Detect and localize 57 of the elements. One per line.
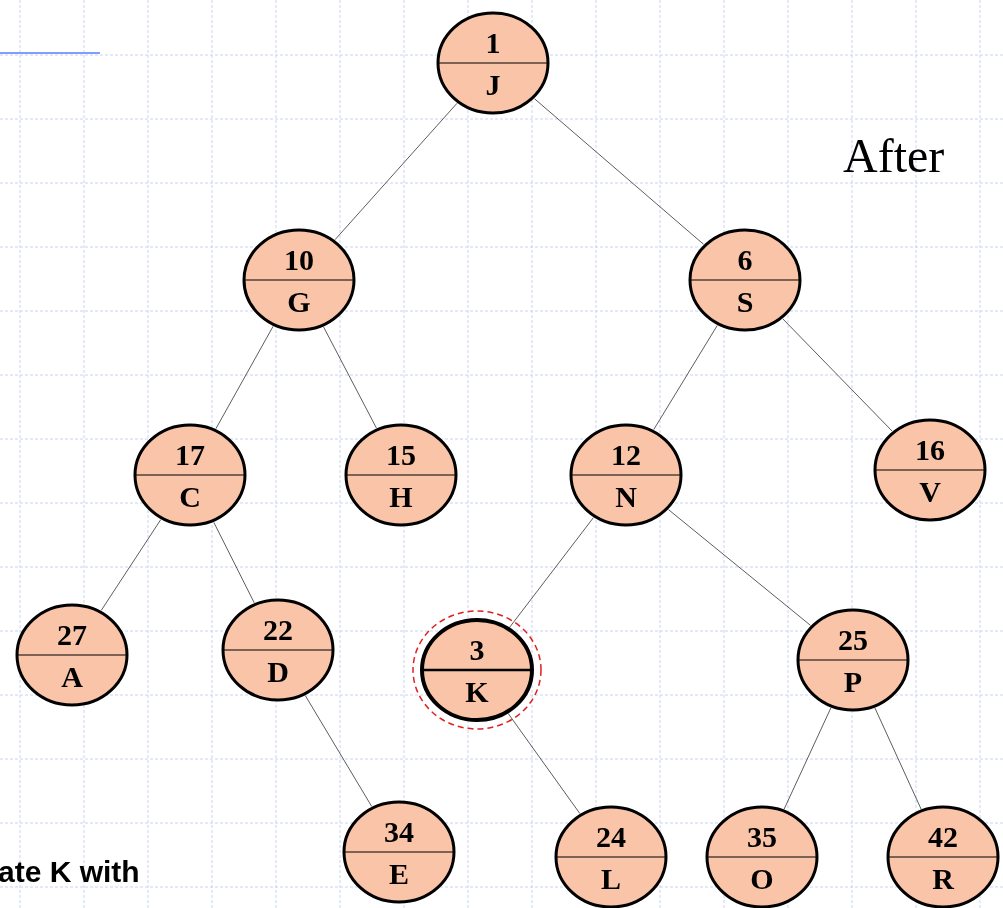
node-label: O [749, 863, 775, 895]
node-label: N [614, 481, 638, 513]
node-label: D [266, 656, 290, 688]
node-key: 17 [133, 439, 247, 471]
node-key: 22 [221, 614, 335, 646]
connector-line [534, 98, 704, 245]
connector-line [782, 318, 893, 432]
connector-line [874, 707, 922, 810]
node-key: 3 [420, 634, 534, 666]
node-label: L [600, 863, 622, 895]
tree-node-circle [342, 800, 456, 904]
tree-node-circle [133, 423, 247, 527]
tree-node-circle [688, 228, 802, 332]
node-key: 12 [569, 439, 683, 471]
node-key: 15 [344, 439, 458, 471]
node-key: 35 [705, 821, 819, 853]
tree-node-circle [344, 423, 458, 527]
tree-node-circle [796, 608, 910, 712]
connector-line [304, 695, 373, 807]
connector-line [334, 102, 458, 241]
node-key: 27 [15, 619, 129, 651]
connector-line [783, 707, 832, 810]
connector-line [507, 713, 581, 814]
node-key: 16 [873, 434, 987, 466]
node-key: 34 [342, 816, 456, 848]
node-label: G [286, 286, 312, 318]
connector-line [653, 325, 718, 430]
connector-line [215, 325, 274, 430]
tree-node-circle [242, 228, 356, 332]
tree-node-circle [221, 598, 335, 702]
tree-node-circle [873, 418, 987, 522]
connector-line [213, 521, 255, 604]
connector-line [509, 517, 594, 628]
connector-line [323, 326, 377, 429]
connector-line [668, 509, 811, 626]
node-label: K [464, 676, 490, 708]
node-key: 25 [796, 624, 910, 656]
node-label: C [178, 481, 202, 513]
node-label: R [931, 863, 956, 895]
tree-node-circle [420, 618, 534, 722]
node-label: E [388, 858, 410, 890]
node-label: A [60, 661, 84, 693]
tree-node-circle [436, 11, 550, 115]
caption-text: After [843, 128, 945, 183]
node-key: 1 [436, 27, 550, 59]
node-label: V [918, 476, 942, 508]
node-label: S [735, 286, 755, 318]
node-key: 6 [688, 244, 802, 276]
connector-line [100, 519, 162, 611]
tree-node-circle [569, 423, 683, 527]
node-label: H [388, 481, 414, 513]
node-key: 10 [242, 244, 356, 276]
tree-node-circle [15, 603, 129, 707]
node-label: J [484, 69, 502, 101]
node-key: 24 [554, 821, 668, 853]
node-label: P [842, 666, 864, 698]
node-key: 42 [886, 821, 1000, 853]
